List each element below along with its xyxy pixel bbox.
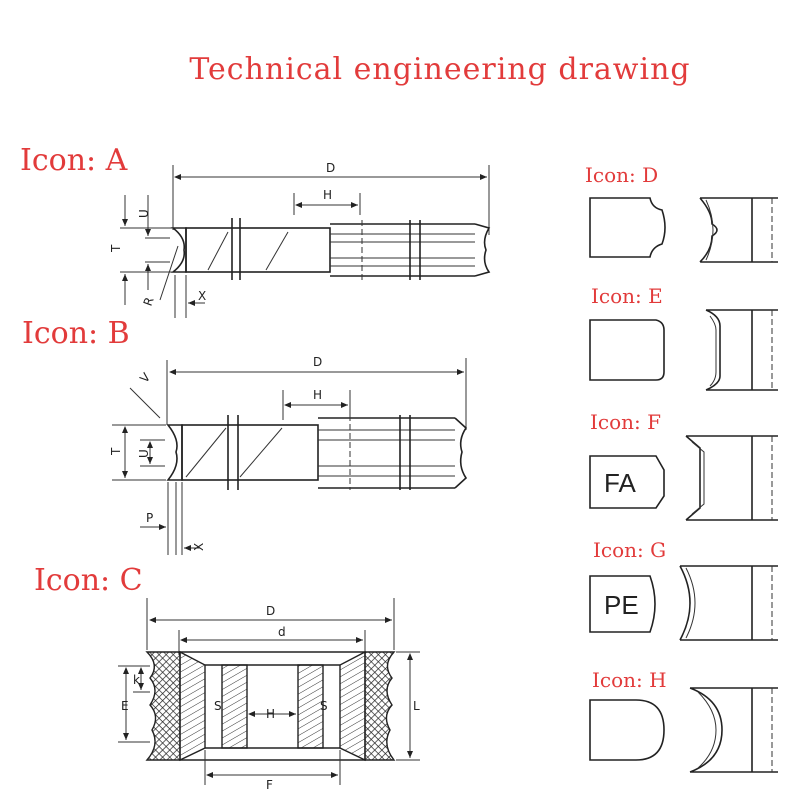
dim-d-a: D: [326, 161, 335, 175]
dim-k-c: k: [133, 673, 140, 687]
dim-s-right-c: S: [320, 699, 328, 713]
label-icon-e: Icon: E: [591, 284, 663, 308]
dim-v-b: V: [137, 370, 154, 386]
dim-x-b: X: [192, 543, 206, 551]
icon-g-drawing: PE: [589, 565, 778, 641]
page-title: Technical engineering drawing: [189, 52, 691, 87]
dim-u-a: U: [137, 209, 151, 218]
label-icon-d: Icon: D: [585, 163, 659, 187]
dim-h-b: H: [313, 388, 322, 402]
icon-b-drawing: V T U P X D H: [109, 355, 468, 555]
dim-r-a: R: [141, 295, 157, 308]
label-icon-g: Icon: G: [593, 538, 667, 562]
label-icon-b: Icon: B: [22, 316, 130, 351]
dim-u-b: U: [137, 449, 151, 458]
label-icon-f: Icon: F: [590, 410, 661, 434]
dim-t-b: T: [109, 447, 123, 456]
dim-h-c: H: [266, 707, 275, 721]
dim-d-c: D: [266, 604, 275, 618]
dim-e-c: E: [121, 699, 129, 713]
icon-h-drawing: [589, 687, 778, 773]
label-icon-a: Icon: A: [20, 143, 128, 178]
label-icon-h: Icon: H: [592, 668, 667, 692]
icon-d-drawing: [589, 197, 778, 263]
icon-e-drawing: [589, 309, 778, 391]
icon-a-drawing: T U R X D H: [109, 161, 491, 318]
dim-h-a: H: [323, 188, 332, 202]
dim-x-a: X: [198, 289, 206, 303]
dim-t-a: T: [109, 244, 123, 253]
icon-f-drawing: FA: [589, 435, 778, 521]
dim-s-left-c: S: [214, 699, 222, 713]
dim-p-b: P: [146, 511, 153, 525]
icon-c-drawing: D d k E L H F S S: [118, 598, 420, 792]
badge-pe: PE: [604, 590, 639, 620]
dim-d-b: D: [313, 355, 322, 369]
dim-small-d-c: d: [278, 625, 286, 639]
badge-fa: FA: [604, 468, 636, 498]
dim-f-c: F: [266, 778, 273, 792]
dim-l-c: L: [413, 699, 420, 713]
label-icon-c: Icon: C: [34, 563, 143, 598]
